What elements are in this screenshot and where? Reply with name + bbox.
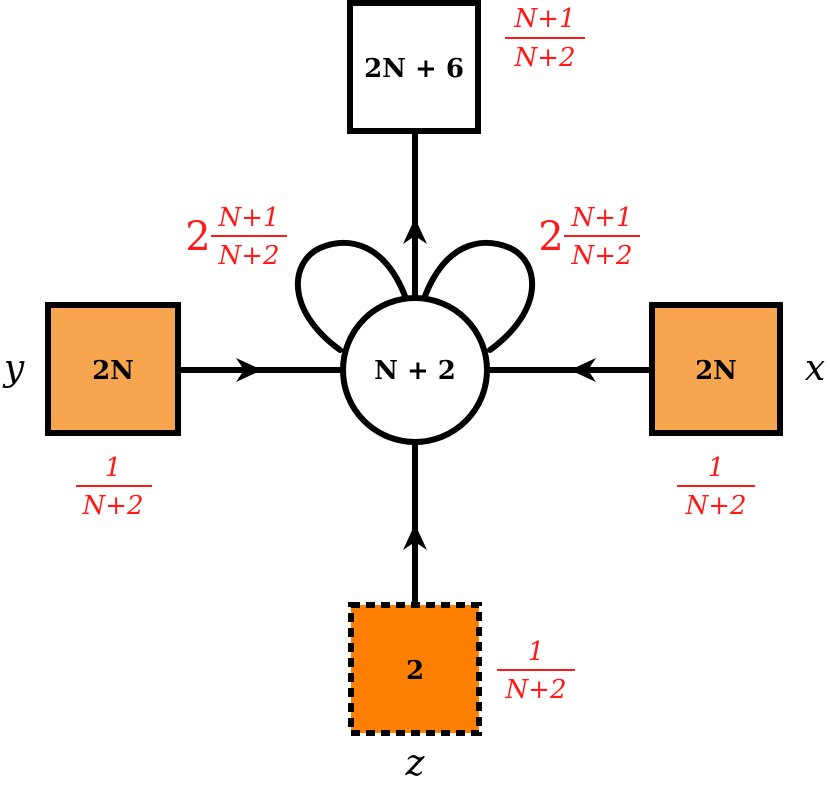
charge-bottom-numerator: 1 (528, 637, 545, 667)
charge-loop-right-numerator: N+1 (570, 203, 632, 233)
charge-top: N+1 N+2 (505, 4, 585, 73)
variable-z: z (405, 743, 426, 782)
bottom-flavor-node-label: 2 (406, 656, 424, 686)
loop-right (422, 239, 536, 353)
charge-loop-left: 2 N+1 N+2 (185, 203, 287, 271)
charge-right-denominator: N+2 (684, 491, 746, 521)
charge-loop-left-denominator: N+2 (217, 241, 279, 271)
gauge-node-label: N + 2 (374, 356, 456, 386)
charge-loop-right-multiplicity: 2 (538, 214, 563, 260)
arrow-up-icon (403, 218, 427, 244)
gauge-node: N + 2 (340, 295, 490, 445)
charge-left: 1 N+2 (76, 453, 152, 521)
variable-x: x (805, 348, 825, 389)
arrowheads (236, 218, 596, 550)
right-flavor-node-label: 2N (695, 356, 737, 386)
charge-right-numerator: 1 (708, 453, 725, 483)
charge-left-denominator: N+2 (81, 491, 143, 521)
loop-left (294, 239, 408, 353)
top-flavor-node: 2N + 6 (347, 0, 481, 134)
charge-top-numerator: N+1 (513, 4, 575, 34)
left-flavor-node-label: 2N (92, 356, 134, 386)
charge-top-denominator: N+2 (513, 43, 575, 73)
charge-bottom: 1 N+2 (497, 637, 575, 705)
charge-loop-left-numerator: N+1 (217, 203, 279, 233)
edges (180, 132, 652, 605)
charge-right: 1 N+2 (677, 453, 755, 521)
arrow-left-icon (570, 358, 596, 382)
bottom-flavor-node: 2 (348, 602, 482, 736)
top-flavor-node-label: 2N + 6 (364, 54, 464, 84)
charge-loop-right: 2 N+1 N+2 (538, 203, 640, 271)
charge-loop-right-denominator: N+2 (570, 241, 632, 271)
arrow-right-icon (236, 358, 262, 382)
charge-bottom-denominator: N+2 (504, 675, 566, 705)
loops (294, 239, 536, 353)
variable-y: y (2, 348, 25, 389)
charge-left-numerator: 1 (105, 453, 122, 483)
left-flavor-node: 2N (45, 302, 181, 436)
right-flavor-node: 2N (649, 302, 783, 436)
charge-loop-left-multiplicity: 2 (185, 214, 210, 260)
arrow-up-icon (403, 524, 427, 550)
